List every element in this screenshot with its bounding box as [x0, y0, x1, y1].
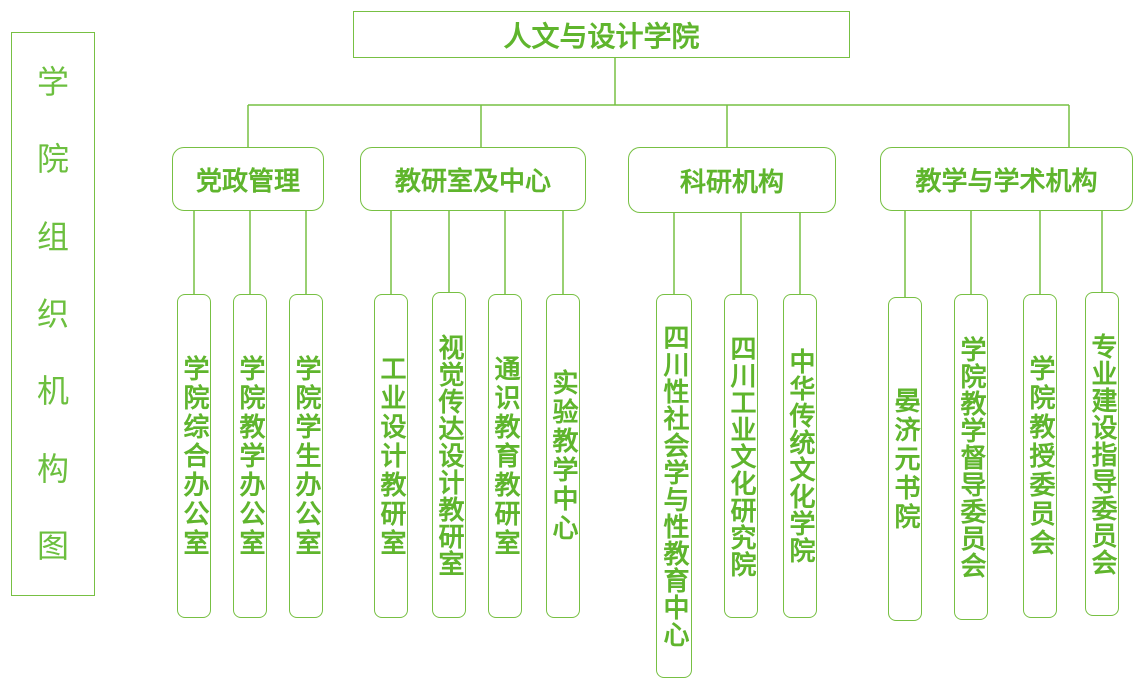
side-title-char: 织 — [36, 294, 69, 333]
leaf-node: 晏济元书院 — [888, 297, 922, 621]
leaf-node: 学院教学办公室 — [233, 294, 267, 618]
category-research-institutes: 科研机构 — [628, 147, 836, 213]
side-title-char: 机 — [36, 372, 69, 411]
side-title-char: 组 — [36, 217, 69, 256]
leaf-node: 四川性社会学与性教育中心 — [656, 294, 692, 678]
leaf-node: 学院综合办公室 — [177, 294, 211, 618]
leaf-node: 通识教育教研室 — [488, 294, 522, 618]
category-academic: 教学与学术机构 — [880, 147, 1133, 211]
leaf-node: 学院教授委员会 — [1023, 294, 1057, 618]
leaf-node: 视觉传达设计教研室 — [432, 292, 466, 618]
side-title-char: 构 — [36, 449, 69, 488]
root-node: 人文与设计学院 — [353, 11, 850, 58]
leaf-node: 工业设计教研室 — [374, 294, 408, 618]
leaf-node: 实验教学中心 — [546, 294, 580, 618]
side-title-char: 院 — [36, 140, 69, 179]
leaf-node: 学院学生办公室 — [289, 294, 323, 618]
leaf-node: 中华传统文化学院 — [783, 294, 817, 618]
leaf-node: 学院教学督导委员会 — [954, 294, 988, 620]
side-title-char: 学 — [36, 62, 69, 101]
side-title-char: 图 — [36, 527, 69, 566]
category-party-admin: 党政管理 — [172, 147, 324, 211]
category-teaching-research: 教研室及中心 — [360, 147, 586, 211]
leaf-node: 专业建设指导委员会 — [1085, 292, 1119, 616]
leaf-node: 四川工业文化研究院 — [724, 294, 758, 618]
side-title: 学 院 组 织 机 构 图 — [11, 32, 95, 596]
